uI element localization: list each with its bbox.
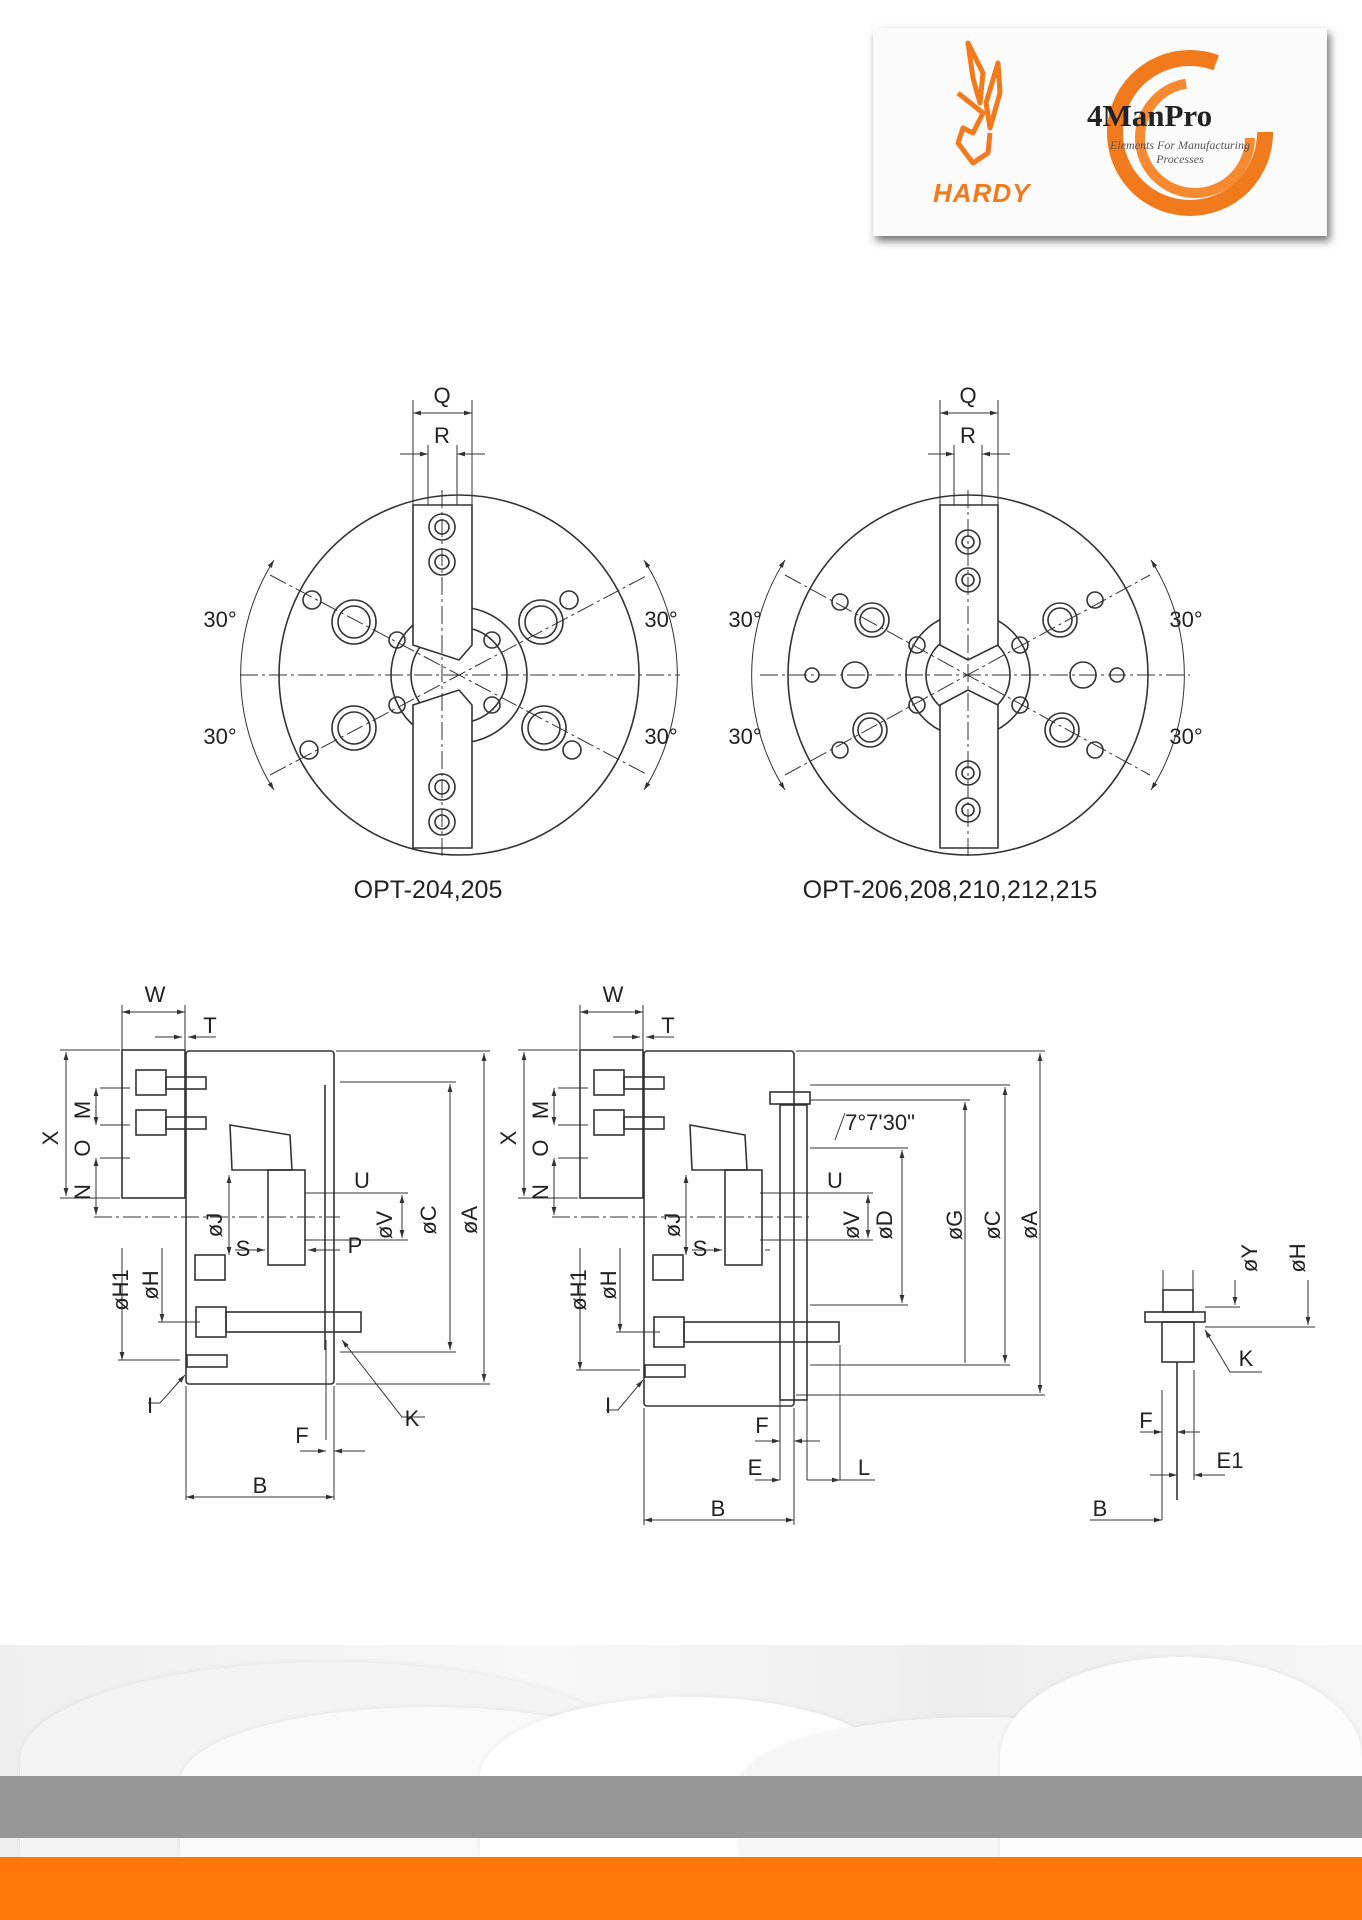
footer-gray-band: [0, 1776, 1362, 1838]
dim-label-j: øJ: [660, 1213, 685, 1237]
dim-label-x: X: [496, 1130, 521, 1145]
hardy-emblem-icon: [955, 40, 1003, 166]
hardy-logo-text: HARDY: [933, 178, 1031, 208]
dim-label-h1: øH1: [566, 1269, 591, 1311]
dim-label-h: øH: [138, 1270, 163, 1299]
dim-label-e: E: [748, 1455, 763, 1480]
angle-label: 30°: [203, 724, 236, 749]
fourmanpro-logo-text: 4ManPro: [1087, 98, 1213, 133]
angle-label: 30°: [644, 607, 677, 632]
front-view-1: [240, 400, 680, 860]
dim-label-h1: øH1: [108, 1269, 133, 1311]
dim-label-j: øJ: [202, 1213, 227, 1237]
dim-label-q: Q: [433, 383, 450, 408]
side-view-2: [518, 1005, 1045, 1525]
fourmanpro-tagline: Elements For Manufacturing Processes: [1110, 138, 1250, 166]
dim-label-h: øH: [596, 1270, 621, 1299]
angle-label-taper: 7°7'30": [845, 1110, 915, 1135]
angle-label: 30°: [728, 724, 761, 749]
angle-label: 30°: [728, 607, 761, 632]
dim-label-r: R: [434, 423, 450, 448]
dim-label-m: M: [528, 1101, 553, 1119]
dim-label-w: W: [145, 982, 166, 1007]
dim-label-q: Q: [959, 383, 976, 408]
dim-label-n: N: [70, 1184, 95, 1200]
front-view-2-caption: OPT-206,208,210,212,215: [803, 876, 1098, 904]
logo-panel: HARDY 4ManPro Elements For Manufacturing…: [873, 28, 1327, 236]
dim-label-s: S: [236, 1236, 251, 1261]
dim-label-p: P: [348, 1233, 363, 1258]
dim-label-i: I: [605, 1393, 611, 1418]
dim-label-f: F: [295, 1423, 308, 1448]
dim-label-h: øH: [1285, 1243, 1310, 1272]
dim-label-b: B: [1093, 1496, 1108, 1521]
dim-label-w: W: [603, 982, 624, 1007]
dim-label-k: K: [405, 1406, 420, 1431]
dim-label-l: L: [858, 1455, 870, 1480]
detail-view: [1090, 1270, 1315, 1523]
dim-label-t: T: [661, 1013, 674, 1038]
dim-label-r: R: [960, 423, 976, 448]
dim-label-f: F: [755, 1413, 768, 1438]
front-view-1-caption: OPT-204,205: [354, 876, 503, 904]
dim-label-t: T: [203, 1013, 216, 1038]
dim-label-v: øV: [372, 1211, 397, 1239]
angle-label: 30°: [644, 724, 677, 749]
angle-label: 30°: [1169, 607, 1202, 632]
dim-label-a: øA: [457, 1206, 482, 1234]
dim-label-c: øC: [980, 1210, 1005, 1239]
dim-label-u: U: [354, 1168, 370, 1193]
angle-label: 30°: [1169, 724, 1202, 749]
dim-label-b: B: [253, 1473, 268, 1498]
dim-label-a: øA: [1017, 1211, 1042, 1239]
dim-label-d: øD: [872, 1210, 897, 1239]
dim-label-i: I: [147, 1393, 153, 1418]
technical-drawing: Q R 30° 30° 30° 30° OPT-204,205 Q R 30° …: [38, 383, 1315, 1525]
dim-label-c: øC: [416, 1205, 441, 1234]
dim-label-x: X: [38, 1130, 63, 1145]
dim-label-f: F: [1139, 1408, 1152, 1433]
dim-label-s: S: [693, 1236, 708, 1261]
dim-label-k: K: [1239, 1346, 1254, 1371]
dim-label-u: U: [827, 1168, 843, 1193]
fourmanpro-ring-icon: [1107, 50, 1273, 216]
dim-label-n: N: [528, 1184, 553, 1200]
dim-label-m: M: [70, 1101, 95, 1119]
side-view-1: [60, 1005, 490, 1500]
angle-label: 30°: [203, 607, 236, 632]
dim-label-o: O: [70, 1139, 95, 1156]
dim-label-o: O: [528, 1139, 553, 1156]
dim-label-e1: E1: [1217, 1448, 1244, 1473]
front-view-2: [751, 400, 1190, 860]
dim-label-y: øY: [1237, 1244, 1262, 1272]
dim-label-b: B: [711, 1496, 726, 1521]
dim-label-g: øG: [942, 1210, 967, 1241]
footer-orange-band: [0, 1857, 1362, 1920]
dim-label-v: øV: [839, 1211, 864, 1239]
